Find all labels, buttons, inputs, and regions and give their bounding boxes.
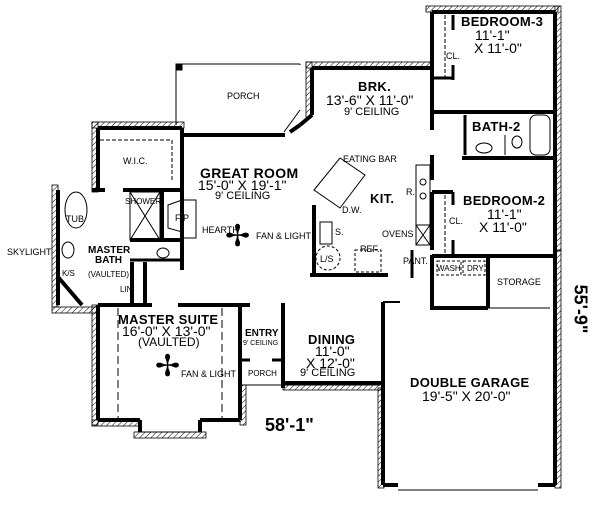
- master-bath-title-2: BATH: [95, 255, 123, 266]
- master-suite-title: MASTER SUITE: [118, 312, 219, 327]
- ceiling-fan-icon: ✢: [225, 220, 251, 253]
- overall-depth: 55'-9": [570, 284, 591, 334]
- tub-label: TUB: [66, 214, 84, 224]
- master-bath-title-1: MASTER: [88, 245, 131, 256]
- master-suite-fan-label: FAN & LIGHT: [181, 369, 237, 379]
- great-room-dim: 15'-0" X 19'-1": [198, 177, 287, 193]
- bedroom3-dim2: X 11'-0": [474, 40, 522, 56]
- pantry-label: PANT.: [403, 256, 428, 266]
- brk-title: BRK.: [358, 79, 391, 94]
- washer-label: WASH: [437, 264, 461, 273]
- dining-dim2: X 12'-0": [306, 355, 355, 371]
- refrigerator-label: REF.: [360, 244, 380, 254]
- bedroom2-title: BEDROOM-2: [463, 193, 546, 208]
- lazy-susan-label: L/S: [320, 254, 334, 264]
- shower-label: SHOWER: [125, 197, 161, 206]
- front-porch-label: PORCH: [248, 369, 277, 378]
- dining-title: DINING: [308, 332, 356, 347]
- entry-title: ENTRY: [245, 328, 279, 339]
- master-bath-vaulted: (VAULTED): [88, 270, 130, 279]
- entry-ceiling: 9' CEILING: [243, 340, 279, 347]
- bedroom3-title: BEDROOM-3: [461, 14, 544, 29]
- master-suite-dim: 16'-0" X 13'-0": [122, 323, 211, 339]
- bedroom3-dim1: 11'-1": [475, 27, 510, 43]
- dryer-label: DRY: [467, 264, 484, 273]
- garage-title: DOUBLE GARAGE: [410, 375, 530, 390]
- fireplace-label: F/P: [175, 213, 190, 223]
- brk-dim: 13'-6" X 11'-0": [326, 92, 414, 108]
- knee-space-label: K/S: [62, 269, 75, 278]
- wic-label: W.I.C.: [123, 156, 148, 166]
- rear-porch-label: PORCH: [227, 91, 260, 101]
- dishwasher-label: D.W.: [342, 205, 362, 215]
- linen-label: LIN.: [120, 285, 135, 294]
- bedroom2-dim2: X 11'-0": [479, 219, 527, 235]
- sink-label: S.: [335, 227, 344, 237]
- bath2-title: BATH-2: [472, 119, 521, 134]
- dining-ceiling: 9' CEILING: [300, 367, 356, 379]
- bedroom2-dim1: 11'-1": [487, 206, 522, 222]
- skylight-label: SKYLIGHT: [7, 247, 52, 257]
- master-ceiling-fan-icon: ✢: [155, 350, 181, 383]
- ovens-label: OVENS: [382, 229, 414, 239]
- storage-label: STORAGE: [497, 277, 541, 287]
- hearth-label: HEARTH: [202, 225, 239, 235]
- bedroom2-closet: CL.: [449, 216, 464, 226]
- garage-dim: 19'-5" X 20'-0": [422, 388, 511, 404]
- great-room-ceiling: 9' CEILING: [215, 190, 271, 202]
- dining-dim1: 11'-0": [315, 343, 350, 359]
- bedroom3-closet: CL.: [446, 51, 461, 61]
- range-label: R.: [406, 187, 415, 197]
- great-room-fan-label: FAN & LIGHT: [256, 231, 312, 241]
- master-suite-vaulted: (VAULTED): [138, 335, 200, 349]
- kitchen-title: KIT.: [370, 191, 395, 206]
- overall-width: 58'-1": [265, 415, 314, 435]
- great-room-title: GREAT ROOM: [200, 165, 299, 181]
- brk-ceiling: 9' CEILING: [344, 106, 400, 118]
- eating-bar-label: EATING BAR: [343, 154, 397, 164]
